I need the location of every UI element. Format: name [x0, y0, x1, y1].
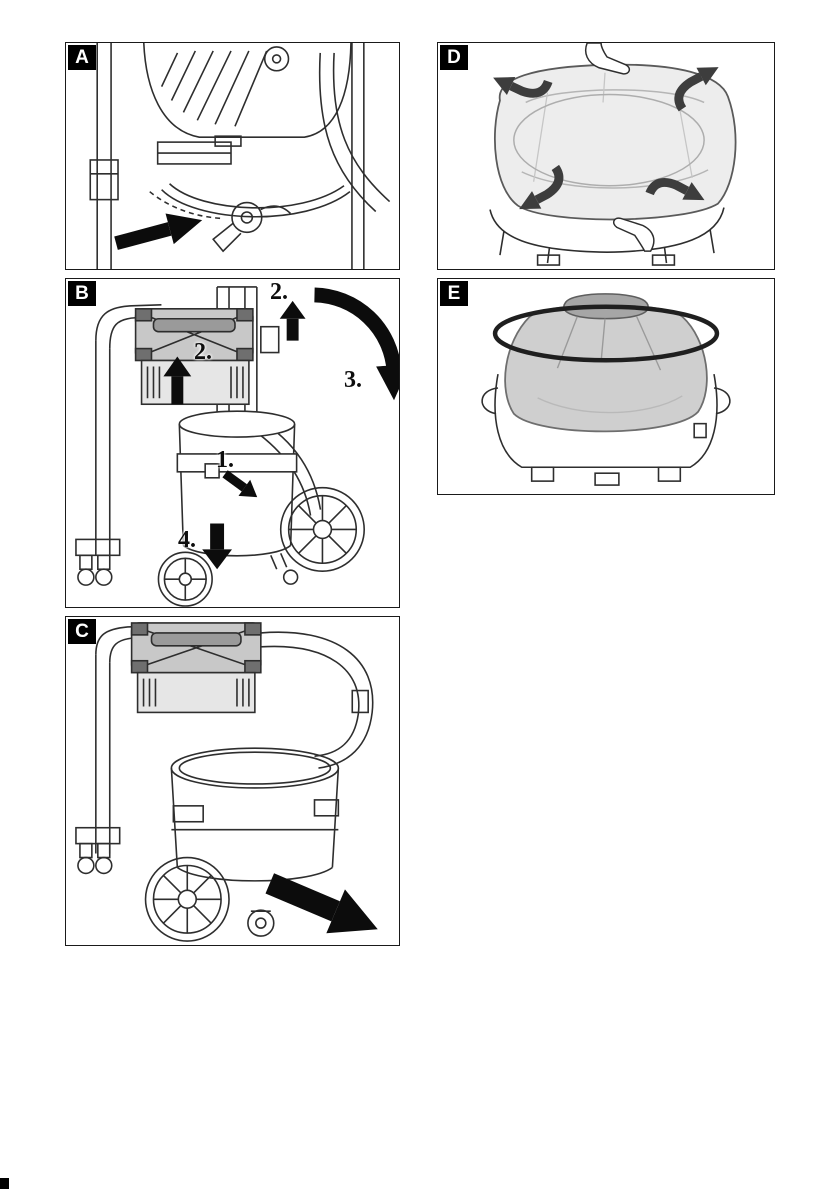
hand-bottom-icon	[612, 217, 655, 252]
wheels	[144, 856, 275, 942]
bend-arrow-bottom-left-icon	[519, 164, 564, 210]
motor-head	[134, 308, 254, 406]
panel-e: E	[437, 278, 775, 495]
step-2-label-top: 2.	[270, 279, 288, 305]
vacuum-disassembly-illustration	[75, 286, 399, 607]
panel-d: D	[437, 42, 775, 270]
curved-arrow-head-icon	[376, 365, 399, 401]
vacuum-frame-lines	[89, 43, 391, 269]
dirt-container	[170, 747, 340, 882]
hand-top-icon	[584, 43, 631, 75]
up-arrow-handle-icon	[279, 300, 306, 341]
panel-a: A	[65, 42, 400, 270]
container-handle-right	[713, 387, 731, 415]
bend-arrow-top-right-icon	[674, 67, 719, 112]
panel-b-label: B	[68, 281, 96, 306]
container-body	[481, 373, 731, 486]
down-arrow-icon	[202, 523, 233, 570]
panel-d-label: D	[440, 45, 468, 70]
panel-a-label: A	[68, 45, 96, 70]
push-handle	[260, 631, 374, 769]
panel-c-label: C	[68, 619, 96, 644]
step-1-label: 1.	[216, 447, 234, 473]
container-removal-illustration	[75, 622, 378, 942]
latch-arrow-icon	[222, 470, 258, 498]
bag-fitting-illustration	[489, 43, 737, 266]
panel-c: C	[65, 616, 400, 946]
motor-head	[130, 622, 262, 714]
step-2-label-head: 2.	[194, 339, 212, 365]
rim-ring	[492, 304, 720, 363]
bend-arrow-bottom-right-icon	[645, 177, 705, 201]
container-handle-left	[481, 387, 499, 415]
arrow-to-fitting-icon	[114, 213, 203, 250]
print-registration-mark	[0, 1178, 9, 1189]
panel-e-label: E	[440, 281, 468, 306]
container-rim	[489, 207, 725, 266]
pull-out-arrow-icon	[265, 873, 378, 934]
vacuum-closeup-illustration	[89, 43, 391, 269]
wheels	[157, 486, 365, 607]
bend-arrow-top-left-icon	[493, 77, 553, 98]
bag-closed-illustration	[481, 293, 731, 486]
step-3-label: 3.	[344, 367, 362, 393]
hands	[584, 43, 655, 252]
up-arrow-head-icon	[163, 356, 192, 405]
step-4-label: 4.	[178, 527, 196, 553]
dirt-container	[176, 410, 299, 585]
panel-b: B 2. 2. 3. 1. 4.	[65, 278, 400, 608]
step-arrows	[163, 287, 399, 570]
curved-arrow-icon	[314, 287, 399, 372]
fold-over-arrows	[493, 67, 719, 210]
